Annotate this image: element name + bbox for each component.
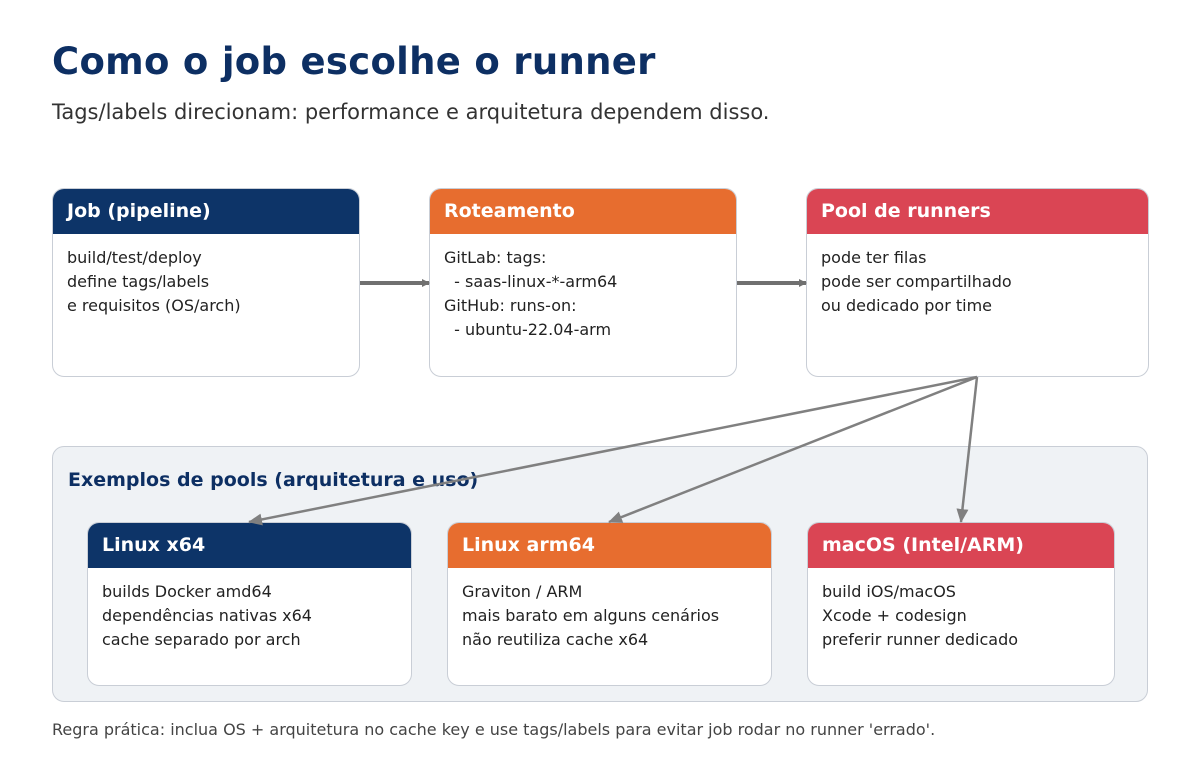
card-line: builds Docker amd64 xyxy=(102,582,272,601)
card-line: e requisitos (OS/arch) xyxy=(67,296,241,315)
macos-card-header: macOS (Intel/ARM) xyxy=(808,523,1114,568)
card-line: cache separado por arch xyxy=(102,630,301,649)
card-line: Graviton / ARM xyxy=(462,582,583,601)
card-line: GitHub: runs-on: xyxy=(444,296,577,315)
routing-card: Roteamento GitLab: tags: - saas-linux-*-… xyxy=(429,188,737,377)
card-line: - saas-linux-*-arm64 xyxy=(444,272,618,291)
page-subtitle: Tags/labels direcionam: performance e ar… xyxy=(52,100,770,124)
routing-card-body: GitLab: tags: - saas-linux-*-arm64 GitHu… xyxy=(430,234,736,354)
runner-pool-card: Pool de runners pode ter filas pode ser … xyxy=(806,188,1149,377)
card-line: preferir runner dedicado xyxy=(822,630,1019,649)
card-line: build iOS/macOS xyxy=(822,582,956,601)
linux-arm64-card-header: Linux arm64 xyxy=(448,523,771,568)
card-line: pode ser compartilhado xyxy=(821,272,1012,291)
card-line: mais barato em alguns cenários xyxy=(462,606,720,625)
linux-x64-card-body: builds Docker amd64 dependências nativas… xyxy=(88,568,411,664)
card-line: ou dedicado por time xyxy=(821,296,993,315)
job-card: Job (pipeline) build/test/deploy define … xyxy=(52,188,360,377)
card-line: não reutiliza cache x64 xyxy=(462,630,649,649)
linux-x64-card: Linux x64 builds Docker amd64 dependênci… xyxy=(87,522,412,686)
page-title: Como o job escolhe o runner xyxy=(52,40,656,83)
card-line: define tags/labels xyxy=(67,272,210,291)
card-line: Xcode + codesign xyxy=(822,606,967,625)
linux-arm64-card-body: Graviton / ARM mais barato em alguns cen… xyxy=(448,568,771,664)
job-card-header: Job (pipeline) xyxy=(53,189,359,234)
card-line: build/test/deploy xyxy=(67,248,202,267)
card-line: pode ter filas xyxy=(821,248,927,267)
linux-x64-card-header: Linux x64 xyxy=(88,523,411,568)
job-card-body: build/test/deploy define tags/labels e r… xyxy=(53,234,359,330)
linux-arm64-card: Linux arm64 Graviton / ARM mais barato e… xyxy=(447,522,772,686)
footer-note: Regra prática: inclua OS + arquitetura n… xyxy=(52,720,936,739)
card-line: dependências nativas x64 xyxy=(102,606,312,625)
pool-examples-title: Exemplos de pools (arquitetura e uso) xyxy=(68,469,479,491)
card-line: GitLab: tags: xyxy=(444,248,547,267)
runner-pool-card-body: pode ter filas pode ser compartilhado ou… xyxy=(807,234,1148,330)
macos-card-body: build iOS/macOS Xcode + codesign preferi… xyxy=(808,568,1114,664)
runner-pool-card-header: Pool de runners xyxy=(807,189,1148,234)
routing-card-header: Roteamento xyxy=(430,189,736,234)
card-line: - ubuntu-22.04-arm xyxy=(444,320,612,339)
macos-card: macOS (Intel/ARM) build iOS/macOS Xcode … xyxy=(807,522,1115,686)
